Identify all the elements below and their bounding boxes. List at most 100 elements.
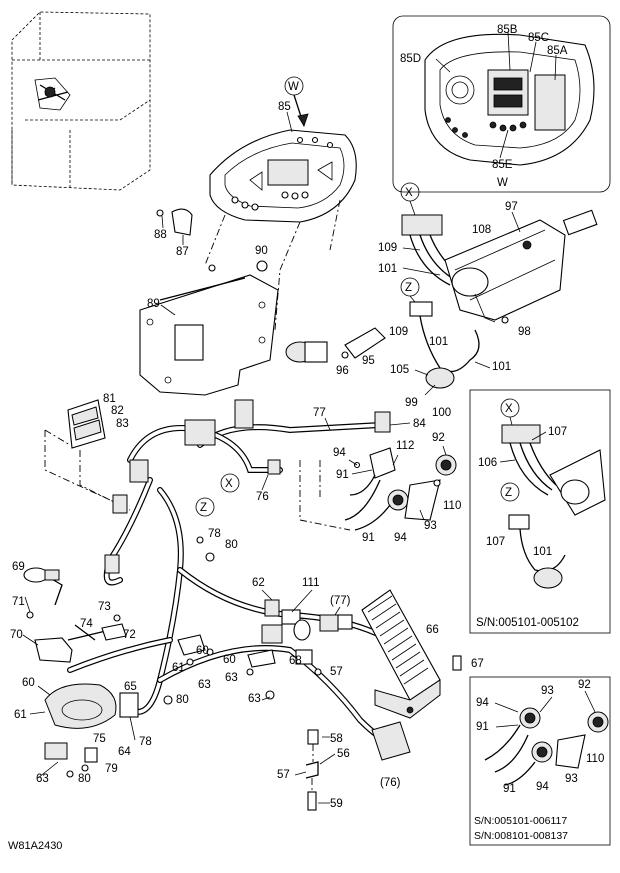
callout-93-a: 93	[424, 520, 437, 532]
callout-110-inset: 110	[586, 753, 604, 765]
callout-107-inset-bottom: 107	[486, 536, 505, 548]
callout-83: 83	[116, 418, 129, 430]
callout-70: 70	[10, 629, 23, 641]
instrument-cluster: 85 W	[209, 76, 357, 223]
mounting-plate: 90 89	[139, 245, 279, 396]
callout-101-top: 101	[378, 263, 397, 275]
callout-56: 56	[337, 748, 350, 760]
callout-98: 98	[518, 326, 531, 338]
accelerator-pedal: 66 67	[361, 589, 484, 719]
callout-71: 71	[12, 596, 25, 608]
callout-82: 82	[111, 405, 124, 417]
callout-76-ref: (76)	[380, 777, 401, 789]
view-label-x-harness: X	[225, 478, 233, 490]
callout-93-inset-top: 93	[541, 685, 554, 697]
callout-112: 112	[396, 440, 414, 452]
callout-78-bottom: 78	[139, 736, 152, 748]
callout-72: 72	[123, 629, 136, 641]
view-label-z-harness: Z	[200, 502, 207, 514]
bottom-connector: (76) 58 56 57 59	[277, 721, 411, 811]
callout-58: 58	[330, 733, 343, 745]
callout-87: 87	[176, 246, 189, 258]
callout-68: 68	[289, 655, 302, 667]
view-label-x-top: X	[405, 187, 413, 199]
callout-94-a: 94	[333, 447, 346, 459]
callout-57-top: 57	[330, 666, 343, 678]
callout-63-left: 63	[36, 773, 49, 785]
callout-95: 95	[362, 355, 375, 367]
callout-91-a: 91	[336, 469, 349, 481]
callout-92-a: 92	[432, 432, 445, 444]
callout-63-lower: 63	[248, 693, 261, 705]
callout-81: 81	[103, 393, 116, 405]
callout-109-top: 109	[378, 242, 397, 254]
callout-63-mid: 63	[198, 679, 211, 691]
callout-100: 100	[432, 407, 451, 419]
callout-90: 90	[255, 245, 268, 257]
switch-assembly: X 97 108 109 101 98 Z 109 101 101 105 99…	[378, 182, 598, 419]
callout-110-a: 110	[443, 500, 461, 512]
callout-63-right: 63	[225, 672, 238, 684]
left-lower-brackets: 69 71 70 73 74 72	[10, 561, 136, 663]
callout-85b: 85B	[497, 24, 518, 36]
callout-107-inset-top: 107	[548, 426, 567, 438]
callout-93-inset-bottom: 93	[565, 773, 578, 785]
mid-harness-brackets: 61 60 63 60 63 63	[172, 634, 276, 705]
callout-101-inset: 101	[533, 546, 552, 558]
fuse-box: 81 82 83	[44, 393, 131, 511]
callout-89: 89	[147, 298, 160, 310]
callout-65: 65	[124, 681, 137, 693]
inset-b-serial-range-1: S/N:005101-006117	[474, 815, 567, 827]
callout-64: 64	[118, 746, 131, 758]
key-switch: 96 95	[285, 327, 386, 377]
callout-94-b: 94	[394, 532, 407, 544]
view-label-w: W	[288, 81, 299, 93]
callout-99: 99	[405, 397, 418, 409]
floor-harness: 60 61 65 80 75 78 64 79 80 63	[14, 677, 189, 785]
callout-62: 62	[252, 577, 265, 589]
callout-85d: 85D	[400, 53, 421, 65]
callout-79: 79	[105, 763, 118, 775]
inset-b-box: 94 91 93 92 110 93 91 94 S/N:005101-0061…	[469, 676, 611, 846]
callout-69: 69	[12, 561, 25, 573]
callout-60-mid: 60	[196, 645, 209, 657]
callout-84: 84	[413, 418, 426, 430]
callout-67: 67	[471, 658, 484, 670]
view-label-z-inset: Z	[505, 487, 512, 499]
callout-97: 97	[505, 201, 518, 213]
callout-109-mid: 109	[389, 326, 408, 338]
machine-thumbnail	[11, 11, 151, 191]
inset-a-box: X 107 106 Z 107 101 S/N:005101-005102	[469, 389, 611, 634]
callout-59: 59	[330, 798, 343, 810]
pedal-connectors: 62 111 (77) 68 57	[252, 577, 353, 678]
callout-61-mid: 61	[172, 662, 185, 674]
inset-b-serial-range-2: S/N:008101-008137	[474, 830, 568, 842]
callout-60-left: 60	[22, 677, 35, 689]
callout-66: 66	[426, 624, 439, 636]
view-label-w-inset: W	[497, 177, 508, 189]
callout-94-inset-bottom: 94	[536, 781, 549, 793]
callout-88: 88	[154, 229, 167, 241]
diagram-code: W81A2430	[8, 840, 62, 852]
callout-61-left: 61	[14, 709, 27, 721]
rotary-switch-group: 94 91 112 92 110 93 91 94	[333, 432, 461, 544]
inset-w-box: 85B 85C 85A 85D 85E W	[392, 15, 611, 193]
callout-57-bottom: 57	[277, 769, 290, 781]
callout-85a: 85A	[547, 45, 568, 57]
callout-111: 111	[302, 577, 319, 589]
callout-76: 76	[256, 491, 269, 503]
view-label-z-top: Z	[405, 282, 412, 294]
callout-105: 105	[390, 364, 409, 376]
callout-101-right: 101	[492, 361, 511, 373]
callout-60-right: 60	[223, 654, 236, 666]
callout-91-inset-top: 91	[476, 721, 489, 733]
callout-94-inset-top: 94	[476, 697, 489, 709]
callout-85: 85	[278, 101, 291, 113]
callout-80-mid: 80	[176, 694, 189, 706]
cluster-bracket: 88 87	[154, 208, 193, 258]
callout-77-ref: (77)	[330, 595, 351, 607]
callout-101-mid: 101	[429, 336, 448, 348]
inset-a-serial-range: S/N:005101-005102	[476, 617, 579, 629]
callout-80-bottom: 80	[78, 773, 91, 785]
